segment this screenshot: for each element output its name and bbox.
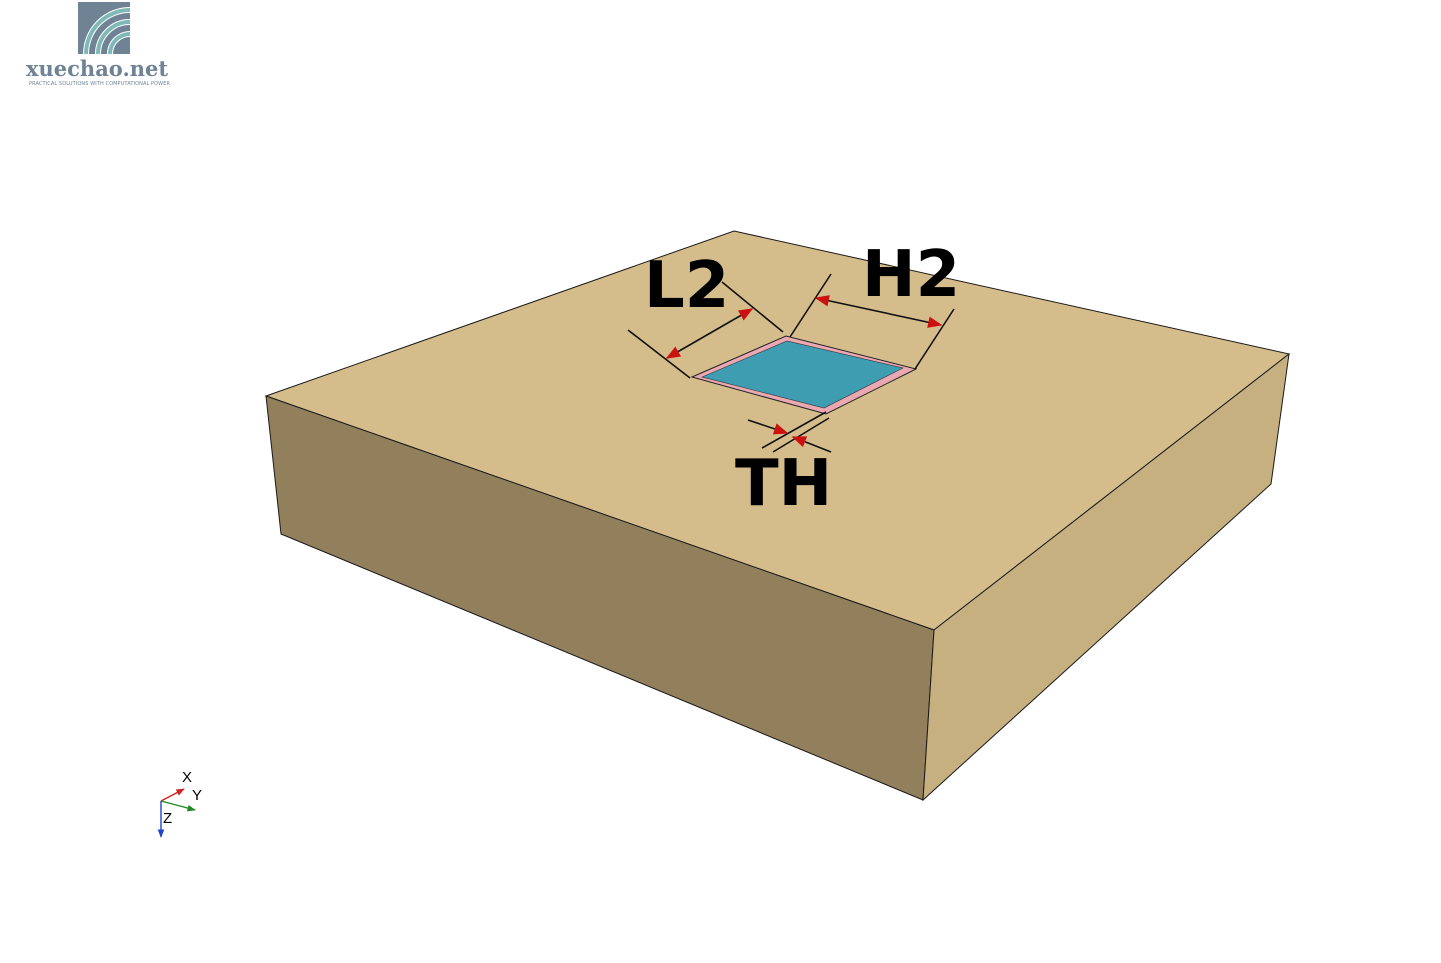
axis-x-arrow	[160, 788, 185, 802]
dimension-label-th: TH	[735, 447, 832, 521]
logo: xuechao.net PRACTICAL SOLUTIONS WITH COM…	[26, 2, 186, 92]
axis-triad: X Y Z	[157, 769, 202, 838]
axis-label-x: X	[182, 769, 192, 786]
axis-y-arrow	[160, 800, 196, 812]
dimension-h2	[789, 273, 955, 370]
signal-arcs-logo-icon	[78, 2, 130, 54]
dimension-label-h2: H2	[862, 238, 960, 312]
dimension-l2	[627, 281, 784, 379]
logo-tagline: PRACTICAL SOLUTIONS WITH COMPUTATIONAL P…	[29, 81, 171, 87]
logo-name: xuechao.net	[26, 56, 169, 81]
block-right-face	[922, 352, 1290, 802]
dimension-label-l2: L2	[644, 249, 729, 323]
axis-label-y: Y	[192, 787, 202, 804]
axis-label-z: Z	[163, 810, 172, 827]
dimension-th	[747, 411, 832, 453]
